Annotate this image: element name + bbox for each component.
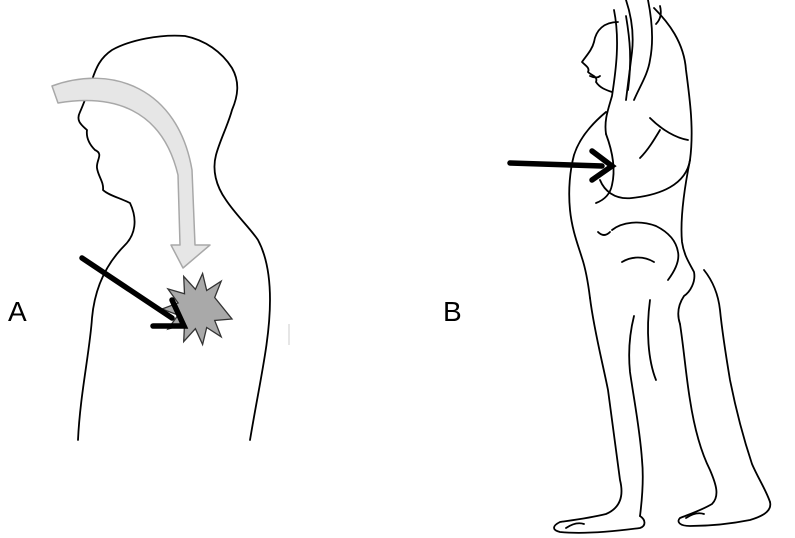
panel-b-drawing — [420, 0, 795, 538]
curved-arrow-icon — [52, 78, 210, 268]
straight-arrow-icon — [510, 163, 602, 166]
panel-b — [420, 0, 795, 538]
panel-label-b: B — [443, 298, 462, 326]
starburst-pain-icon — [162, 274, 232, 345]
panel-a-drawing — [0, 0, 345, 538]
standing-figure-arms-raised-icon — [554, 0, 770, 533]
panel-label-a: A — [8, 298, 27, 326]
straight-arrow-icon — [82, 258, 172, 318]
panel-a — [0, 0, 345, 538]
